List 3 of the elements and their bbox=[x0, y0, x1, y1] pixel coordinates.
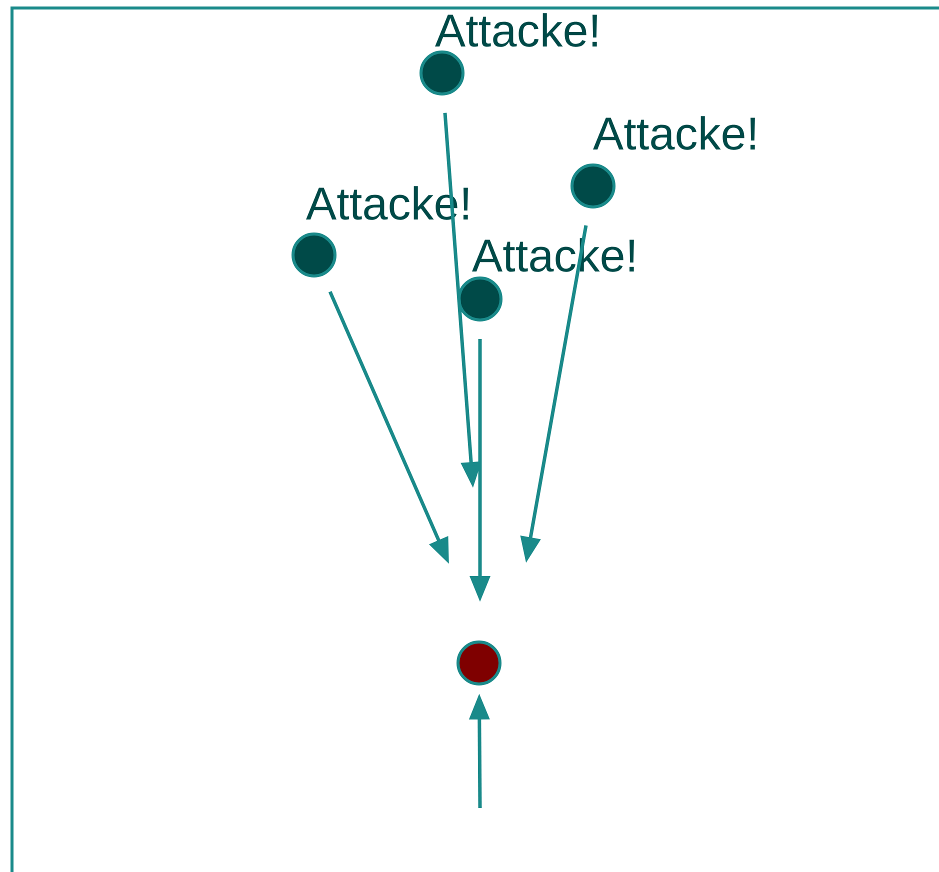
attack-label: Attacke! bbox=[435, 13, 597, 47]
dot bbox=[456, 640, 502, 686]
attack-label: Attacke! bbox=[593, 116, 755, 150]
